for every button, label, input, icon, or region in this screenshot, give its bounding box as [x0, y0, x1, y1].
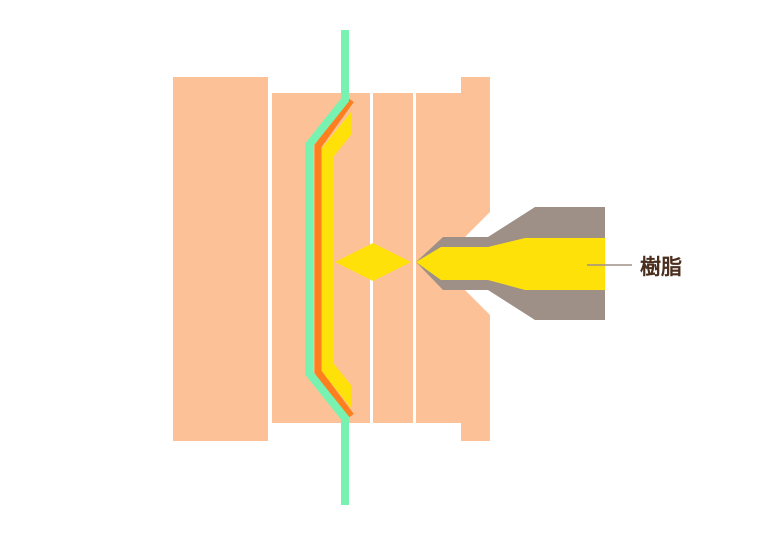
film: [305, 30, 349, 505]
resin-label: 樹脂: [640, 255, 682, 279]
resin-layer: [322, 112, 351, 408]
nozzle-resin: [416, 238, 605, 290]
gate-resin: [335, 243, 411, 281]
orange-layer: [314, 97, 354, 419]
mold-left-plate: [173, 77, 268, 441]
